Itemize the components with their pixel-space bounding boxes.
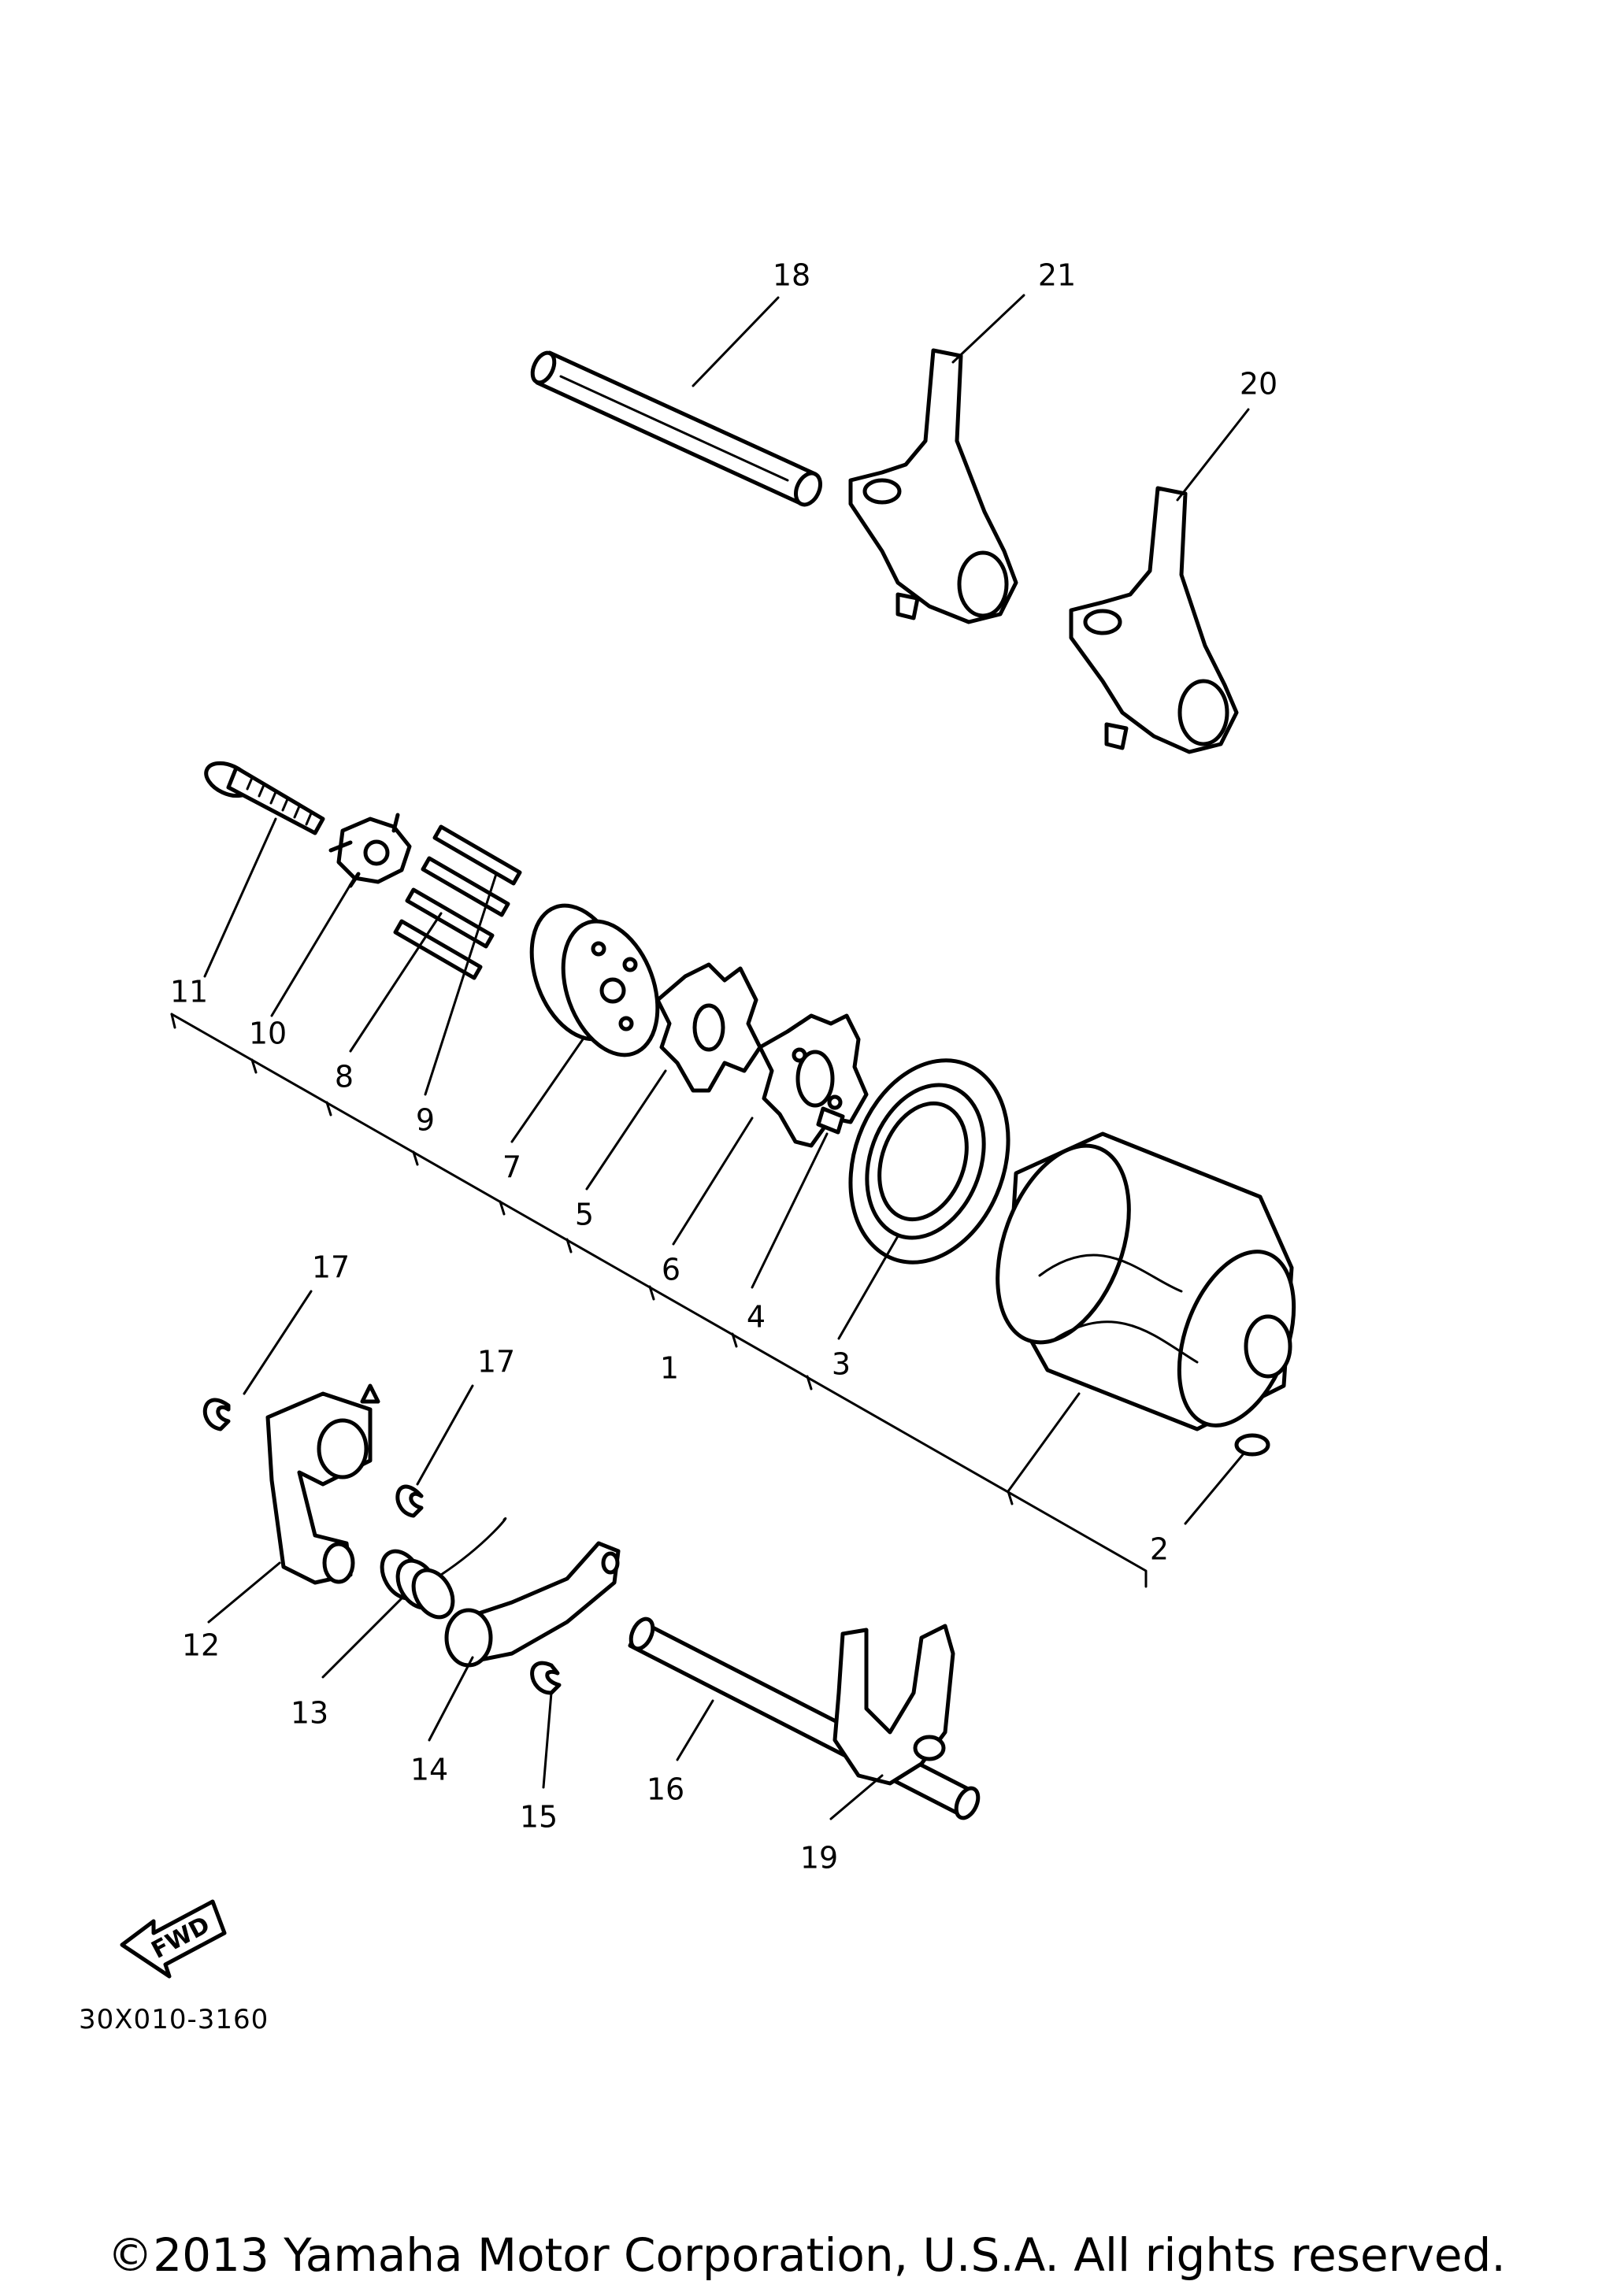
part-1-shift-cam [996, 1131, 1296, 1431]
part-3-bearing [848, 1058, 1010, 1265]
callout-20: 19 [800, 1841, 838, 1876]
callout-8: 8 [335, 1060, 354, 1094]
callout-17-b: 17 [477, 1345, 515, 1379]
callout-bracket [170, 1013, 1148, 1588]
callout-5: 5 [575, 1198, 594, 1232]
copyright-notice: ©2013 Yamaha Motor Corporation, U.S.A. A… [107, 2228, 1506, 2282]
callout-3: 3 [832, 1347, 851, 1382]
callout-6: 6 [662, 1253, 680, 1287]
part-7-segment [529, 903, 660, 1057]
part-14-shift-arm [444, 1541, 621, 1668]
callout-2: 2 [1150, 1532, 1169, 1567]
callout-13: 13 [291, 1696, 328, 1731]
callout-15: 15 [520, 1800, 558, 1835]
callout-numbers: 18 21 20 11 10 8 9 7 5 6 4 1 3 2 17 17 1… [170, 258, 1277, 1876]
callout-19: 20 [1240, 367, 1277, 402]
callout-17-a: 17 [312, 1250, 350, 1285]
part-13-torsion-spring [380, 1517, 507, 1620]
part-21-shift-fork [848, 348, 1018, 624]
part-4-dowel-pin [816, 1106, 845, 1135]
callout-7: 7 [502, 1150, 521, 1185]
part-2-pin [1234, 1433, 1270, 1457]
leader-lines [203, 294, 1250, 1820]
part-6-segment [758, 1013, 869, 1148]
callout-18: 18 [773, 258, 810, 293]
callout-1: 1 [660, 1351, 679, 1386]
part-19-shift-fork [1069, 486, 1239, 754]
callout-14: 14 [410, 1753, 448, 1787]
part-18-guide-bar [530, 350, 822, 507]
part-17-circlip-b [395, 1484, 424, 1518]
part-11-screw [204, 761, 325, 835]
part-20-shift-fork [832, 1624, 955, 1786]
part-12-shift-lever [265, 1383, 380, 1585]
part-15-circlip [530, 1661, 562, 1695]
callout-10: 10 [249, 1017, 287, 1051]
fwd-arrow-icon: FWD [120, 1899, 227, 1979]
part-10-stopper-plate [328, 813, 412, 888]
callout-12: 12 [182, 1628, 220, 1663]
callout-4: 4 [747, 1300, 766, 1335]
callout-16: 16 [647, 1772, 684, 1807]
callout-11: 11 [170, 975, 208, 1009]
callout-21: 21 [1038, 258, 1076, 293]
part-5-plate [655, 962, 762, 1093]
callout-9: 9 [416, 1103, 435, 1138]
part-8-pins [393, 887, 495, 980]
diagram-code: 30X010-3160 [79, 2004, 269, 2035]
part-17-circlip-a [202, 1398, 231, 1431]
